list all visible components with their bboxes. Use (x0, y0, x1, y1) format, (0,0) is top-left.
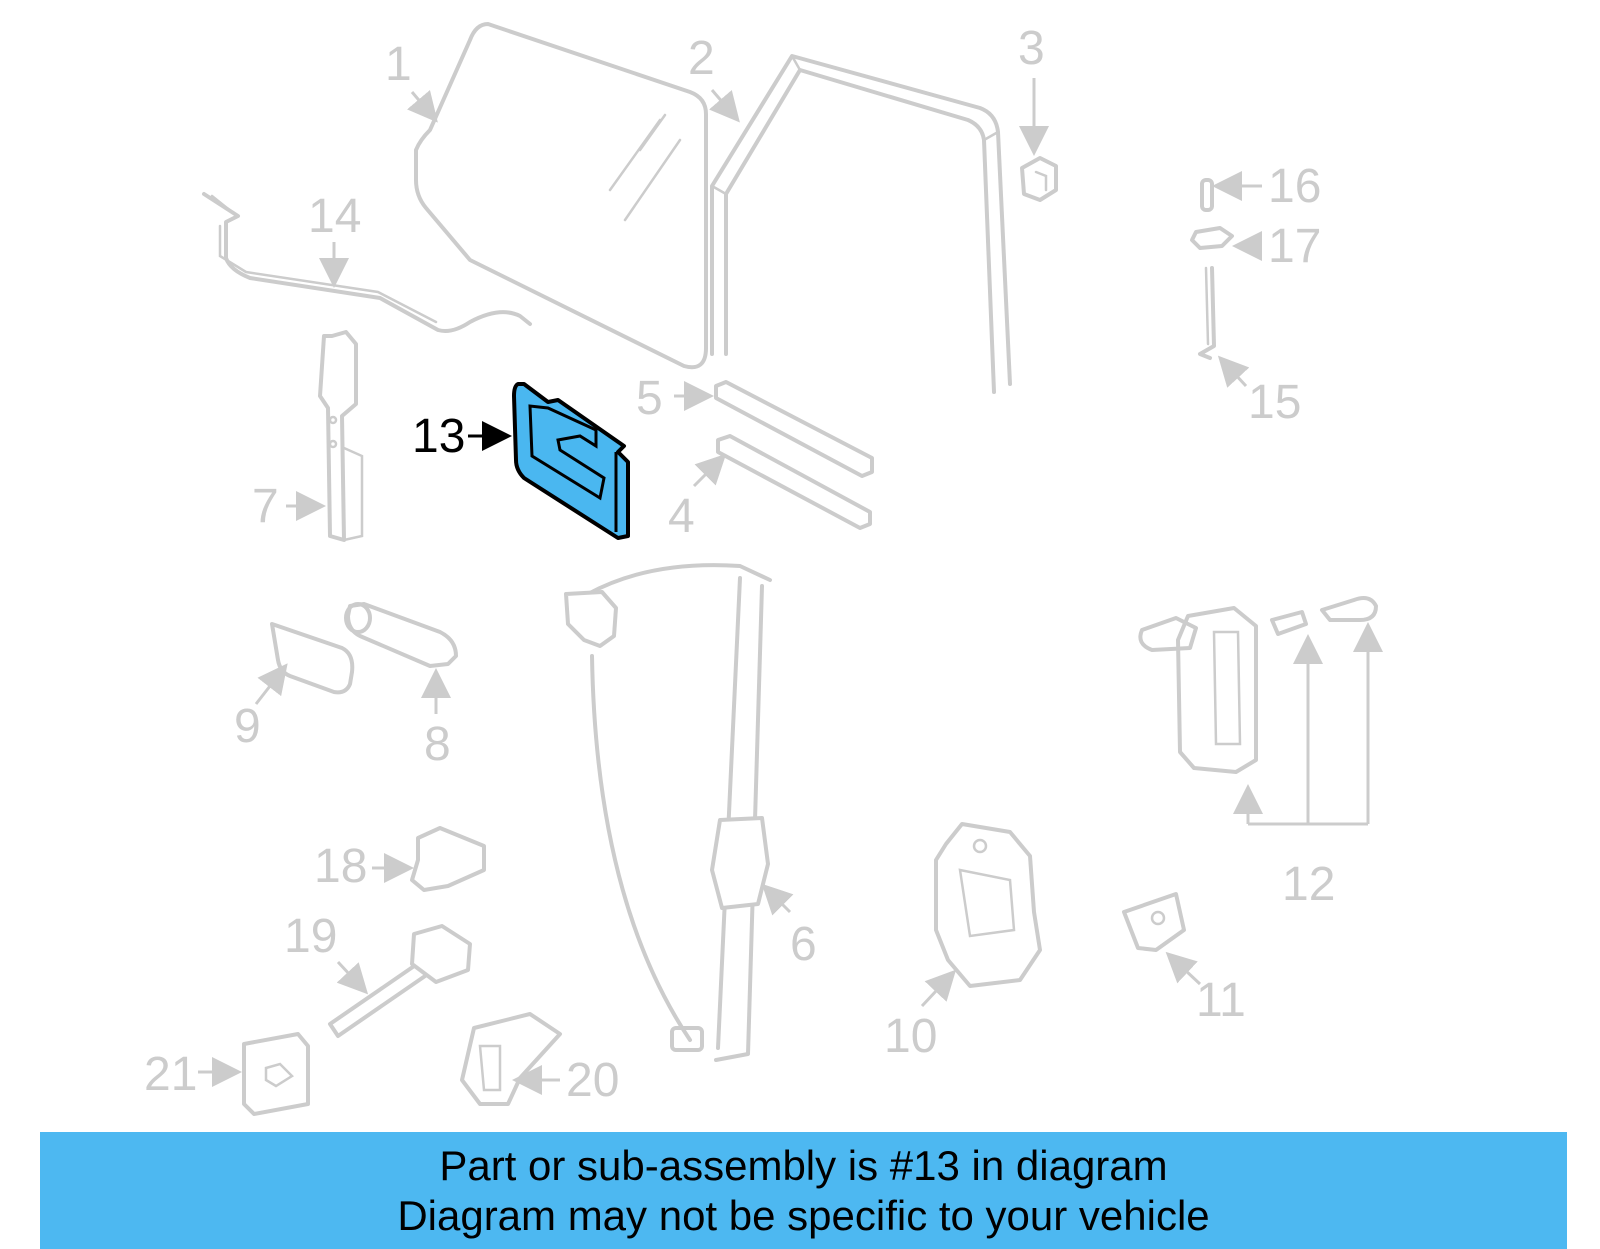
part-10-lock: 10 (884, 822, 1042, 1063)
callout-6: 6 (790, 918, 817, 971)
callout-1: 1 (385, 38, 412, 91)
callout-17: 17 (1268, 220, 1321, 273)
part-2-run-channel: 2 (688, 32, 1012, 394)
callout-9: 9 (234, 700, 261, 753)
callout-21: 21 (144, 1048, 197, 1101)
callout-20: 20 (566, 1054, 619, 1107)
callout-19: 19 (284, 910, 337, 963)
part-21-bezel: 21 (144, 1032, 310, 1116)
part-4-weatherstrip: 4 (668, 434, 872, 543)
part-3-clip: 3 (1018, 22, 1058, 202)
part-16-button: 16 (1200, 160, 1321, 213)
part-19-door-check: 19 (284, 910, 472, 1038)
callout-18: 18 (314, 840, 367, 893)
callout-3: 3 (1018, 22, 1045, 75)
callout-13: 13 (412, 410, 465, 463)
part-5-weatherstrip: 5 (636, 372, 874, 478)
info-banner: Part or sub-assembly is #13 in diagram D… (40, 1132, 1567, 1249)
part-20-cover: 20 (460, 1012, 619, 1107)
part-6-regulator: 6 (564, 563, 817, 1062)
part-7-hinge: 7 (252, 330, 364, 542)
part-1-door-glass: 1 (385, 22, 708, 370)
callout-16: 16 (1268, 160, 1321, 213)
callout-7: 7 (252, 480, 279, 533)
part-18-bracket: 18 (314, 826, 486, 893)
callout-8: 8 (424, 718, 451, 771)
part-15-lock-rod: 15 (1198, 266, 1301, 429)
callout-11: 11 (1196, 974, 1246, 1027)
part-9-handle: 9 (234, 622, 355, 753)
callout-5: 5 (636, 372, 663, 425)
part-14-rod: 14 (202, 190, 532, 333)
callout-2: 2 (688, 32, 715, 85)
part-11-striker: 11 (1122, 892, 1246, 1027)
part-12-latch-set: 12 (1138, 596, 1383, 911)
part-8-handle-base: 8 (344, 602, 458, 771)
callout-4: 4 (668, 490, 695, 543)
callout-15: 15 (1248, 376, 1301, 429)
callout-12: 12 (1282, 858, 1335, 911)
part-13-handle-bezel: 13 (412, 382, 630, 540)
callout-14: 14 (308, 190, 361, 243)
banner-line-2: Diagram may not be specific to your vehi… (397, 1191, 1210, 1239)
callout-10: 10 (884, 1010, 937, 1063)
banner-line-1: Part or sub-assembly is #13 in diagram (439, 1141, 1168, 1189)
part-17-bezel: 17 (1190, 220, 1321, 273)
